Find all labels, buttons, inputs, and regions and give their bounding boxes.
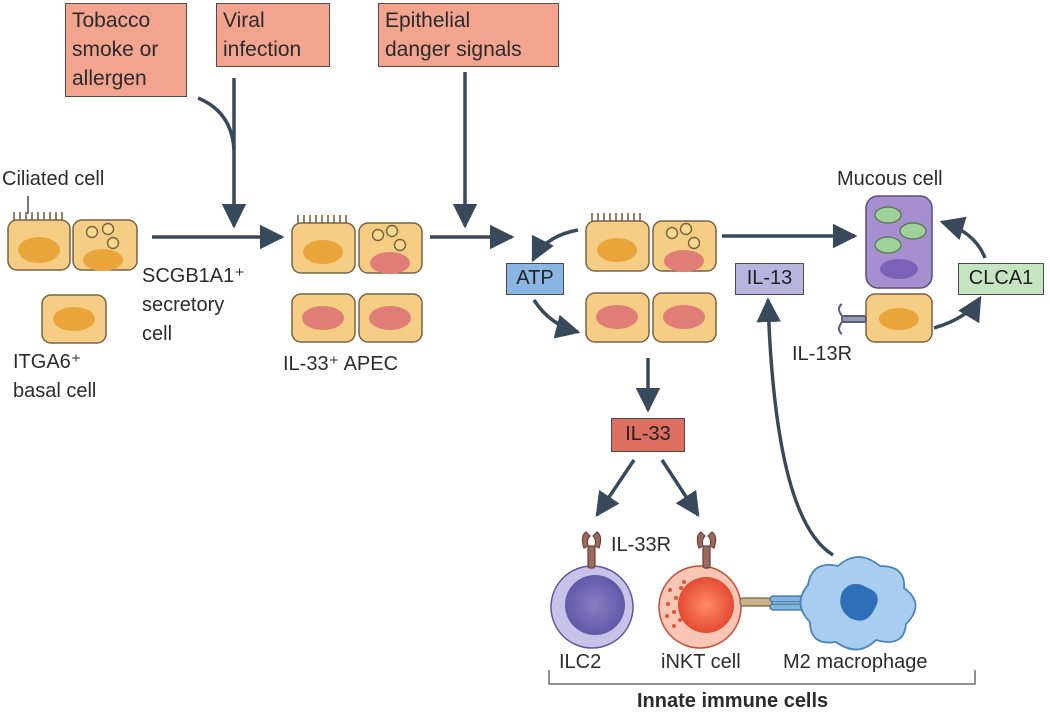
mucous-cell bbox=[865, 195, 933, 289]
trigger-epithelial-danger-signals: Epithelial danger signals bbox=[378, 3, 559, 67]
mediator-il33: IL-33 bbox=[611, 418, 685, 452]
label-secretory-cell: SCGB1A1⁺ secretory cell bbox=[142, 265, 245, 345]
arrow-clca1-to-mucous bbox=[939, 216, 987, 259]
apec-cell-cluster bbox=[291, 215, 423, 343]
arrow-atp-back bbox=[532, 299, 581, 339]
arrow-tobacco-merge bbox=[197, 96, 236, 151]
mediator-il13: IL-13 bbox=[735, 263, 804, 295]
airway-cell-cluster bbox=[7, 196, 138, 344]
cilia bbox=[13, 212, 63, 220]
il33-receptor-icon bbox=[581, 531, 602, 569]
arrow-il33-to-inkt bbox=[660, 459, 700, 518]
secretory-cell bbox=[72, 219, 138, 271]
il33-receptor-icon bbox=[696, 531, 717, 569]
trigger-viral-infection: Viral infection bbox=[216, 3, 330, 67]
label-mucous-cell: Mucous cell bbox=[837, 168, 943, 190]
innate-immune-bracket bbox=[548, 670, 976, 685]
mediator-atp: ATP bbox=[506, 263, 564, 295]
label-il13r: IL-13R bbox=[792, 343, 853, 365]
mediator-clca1: CLCA1 bbox=[958, 263, 1044, 295]
label-inkt-cell: iNKT cell bbox=[661, 651, 741, 673]
basal-cell bbox=[41, 294, 107, 344]
arrows bbox=[152, 72, 987, 557]
inkt-cell bbox=[658, 531, 742, 649]
ilc2-cell bbox=[550, 531, 634, 649]
arrow-to-atp bbox=[531, 228, 579, 263]
label-ciliated-cell: Ciliated cell bbox=[2, 168, 105, 190]
trigger-tobacco-smoke-allergen: Tobacco smoke or allergen bbox=[65, 3, 187, 97]
label-ilc2: ILC2 bbox=[559, 651, 602, 673]
secretory-granule bbox=[101, 222, 115, 236]
arrow-m2-to-il13 bbox=[756, 297, 834, 557]
ciliated-cell bbox=[7, 212, 71, 271]
mucus-granule bbox=[899, 222, 927, 240]
il13r-bearing-cell bbox=[838, 293, 933, 343]
label-apec: IL-33⁺ APEC bbox=[283, 353, 399, 375]
activated-epithelium-cluster bbox=[585, 213, 717, 343]
cell-contact-receptors bbox=[739, 595, 809, 611]
label-m2-macrophage: M2 macrophage bbox=[783, 651, 928, 673]
secretory-granule bbox=[85, 225, 99, 239]
label-il33r: IL-33R bbox=[611, 534, 672, 556]
arrow-il33-to-ilc2 bbox=[595, 459, 636, 518]
secretory-granule bbox=[106, 236, 120, 250]
arrow-to-clca1 bbox=[933, 295, 982, 330]
label-innate-immune-cells: Innate immune cells bbox=[637, 690, 829, 712]
il13-receptor-icon bbox=[838, 303, 867, 335]
mucus-granule bbox=[874, 236, 902, 254]
mucus-granule bbox=[874, 206, 902, 224]
m2-macrophage bbox=[799, 556, 917, 651]
label-basal-cell: ITGA6⁺ basal cell bbox=[13, 351, 97, 402]
inkt-granules bbox=[665, 580, 686, 628]
